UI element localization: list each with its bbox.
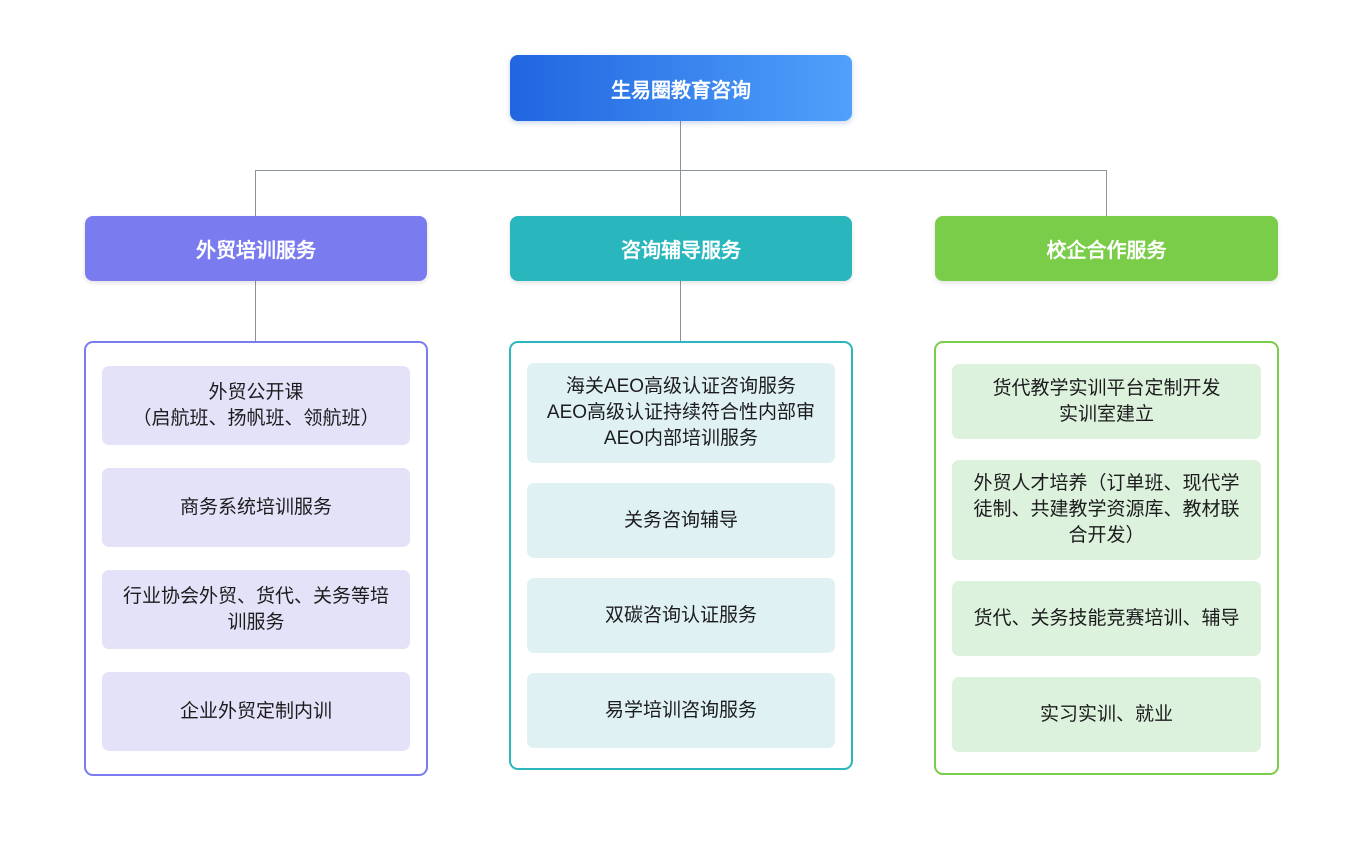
connector-root-down bbox=[680, 121, 681, 170]
leaf-node[interactable]: 海关AEO高级认证咨询服务 AEO高级认证持续符合性内部审 AEO内部培训服务 bbox=[527, 363, 835, 463]
leaf-node[interactable]: 货代教学实训平台定制开发 实训室建立 bbox=[952, 364, 1261, 439]
branch-header-consulting-coaching[interactable]: 咨询辅导服务 bbox=[510, 216, 852, 281]
leaf-node[interactable]: 商务系统培训服务 bbox=[102, 468, 410, 547]
leaf-node[interactable]: 企业外贸定制内训 bbox=[102, 672, 410, 751]
branch-box-foreign-trade-training: 外贸公开课 （启航班、扬帆班、领航班） 商务系统培训服务 行业协会外贸、货代、关… bbox=[84, 341, 428, 776]
root-node-label: 生易圈教育咨询 bbox=[611, 79, 751, 102]
leaf-node[interactable]: 关务咨询辅导 bbox=[527, 483, 835, 558]
connector-branch2-body bbox=[680, 281, 681, 341]
leaf-node[interactable]: 易学培训咨询服务 bbox=[527, 673, 835, 748]
connector-branch1-down bbox=[255, 170, 256, 216]
branch-box-consulting-coaching: 海关AEO高级认证咨询服务 AEO高级认证持续符合性内部审 AEO内部培训服务 … bbox=[509, 341, 853, 770]
branch-header-school-enterprise[interactable]: 校企合作服务 bbox=[935, 216, 1278, 281]
connector-branch3-down bbox=[1106, 170, 1107, 216]
connector-branch1-body bbox=[255, 281, 256, 341]
connector-branch2-down bbox=[680, 170, 681, 216]
branch-box-school-enterprise: 货代教学实训平台定制开发 实训室建立 外贸人才培养（订单班、现代学徒制、共建教学… bbox=[934, 341, 1279, 775]
branch-header-label: 校企合作服务 bbox=[1046, 240, 1167, 262]
leaf-node[interactable]: 外贸公开课 （启航班、扬帆班、领航班） bbox=[102, 366, 410, 445]
leaf-node[interactable]: 双碳咨询认证服务 bbox=[527, 578, 835, 653]
connector-main-horizontal bbox=[255, 170, 1107, 171]
branch-header-foreign-trade-training[interactable]: 外贸培训服务 bbox=[85, 216, 427, 281]
leaf-node[interactable]: 行业协会外贸、货代、关务等培训服务 bbox=[102, 570, 410, 649]
leaf-node[interactable]: 货代、关务技能竞赛培训、辅导 bbox=[952, 581, 1261, 656]
branch-header-label: 咨询辅导服务 bbox=[621, 240, 741, 262]
root-node[interactable]: 生易圈教育咨询 bbox=[510, 55, 852, 121]
leaf-node[interactable]: 实习实训、就业 bbox=[952, 677, 1261, 752]
leaf-node[interactable]: 外贸人才培养（订单班、现代学徒制、共建教学资源库、教材联合开发） bbox=[952, 460, 1261, 560]
branch-header-label: 外贸培训服务 bbox=[196, 240, 316, 262]
